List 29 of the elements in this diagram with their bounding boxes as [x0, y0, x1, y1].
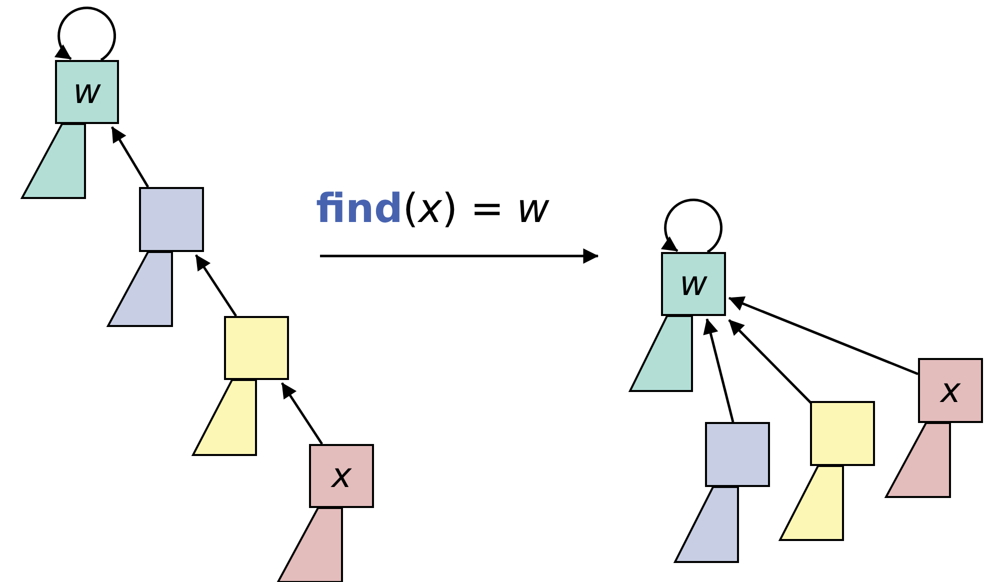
arrow [661, 198, 723, 254]
tree-node-box [705, 422, 770, 487]
subtree-triangle [278, 508, 342, 582]
subtree-triangle [886, 423, 950, 497]
arrow [703, 318, 734, 422]
subtree-triangle [780, 466, 843, 540]
tree-node-box [918, 358, 983, 423]
tree-node-box [139, 187, 204, 252]
subtree-triangle [22, 124, 85, 198]
tree-node-box [810, 401, 875, 466]
subtree-triangle [108, 252, 172, 326]
tree-node-box [661, 252, 726, 316]
arrow [194, 254, 238, 317]
subtree-triangle [193, 380, 256, 455]
arrow [728, 296, 918, 376]
arrow [280, 382, 324, 445]
subtree-triangle [630, 316, 692, 391]
operation-label: find(x) = w [316, 186, 550, 232]
tree-node-box [224, 316, 289, 380]
arrow [54, 6, 116, 62]
subtree-triangle [675, 487, 738, 562]
node-label: w [680, 267, 708, 301]
node-label: x [331, 459, 352, 493]
node-label: x [940, 374, 961, 408]
arrow [728, 319, 813, 405]
arrow [110, 126, 150, 188]
node-label: w [73, 75, 101, 109]
tree-node-box [55, 60, 119, 124]
tree-node-box [309, 444, 374, 508]
